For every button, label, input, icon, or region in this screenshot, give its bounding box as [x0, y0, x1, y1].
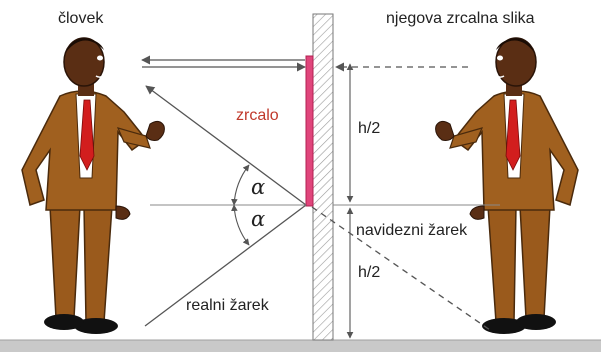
- real-ray-reflected: [145, 85, 307, 206]
- virtual-ray: [311, 206, 491, 331]
- real-ray-label: realni žarek: [186, 297, 269, 314]
- half-height-top-label: h/2: [358, 120, 381, 137]
- mirror: [305, 55, 314, 207]
- angle-alpha-bottom: α: [251, 207, 266, 231]
- angle-arc-bottom: [231, 204, 250, 246]
- angle-arc-top: [231, 164, 250, 206]
- angle-alpha-top: α: [251, 175, 266, 199]
- virtual-ray-label: navidezni žarek: [356, 222, 468, 239]
- reflection-figure: [434, 37, 579, 335]
- wall: [312, 13, 334, 341]
- reflection-label: njegova zrcalna slika: [386, 10, 535, 27]
- floor: [0, 340, 601, 352]
- person-label: človek: [58, 10, 104, 27]
- half-height-bottom-label: h/2: [358, 264, 381, 281]
- person-figure: [21, 37, 166, 335]
- mirror-label: zrcalo: [236, 107, 279, 124]
- real-ray-incoming: [144, 204, 307, 327]
